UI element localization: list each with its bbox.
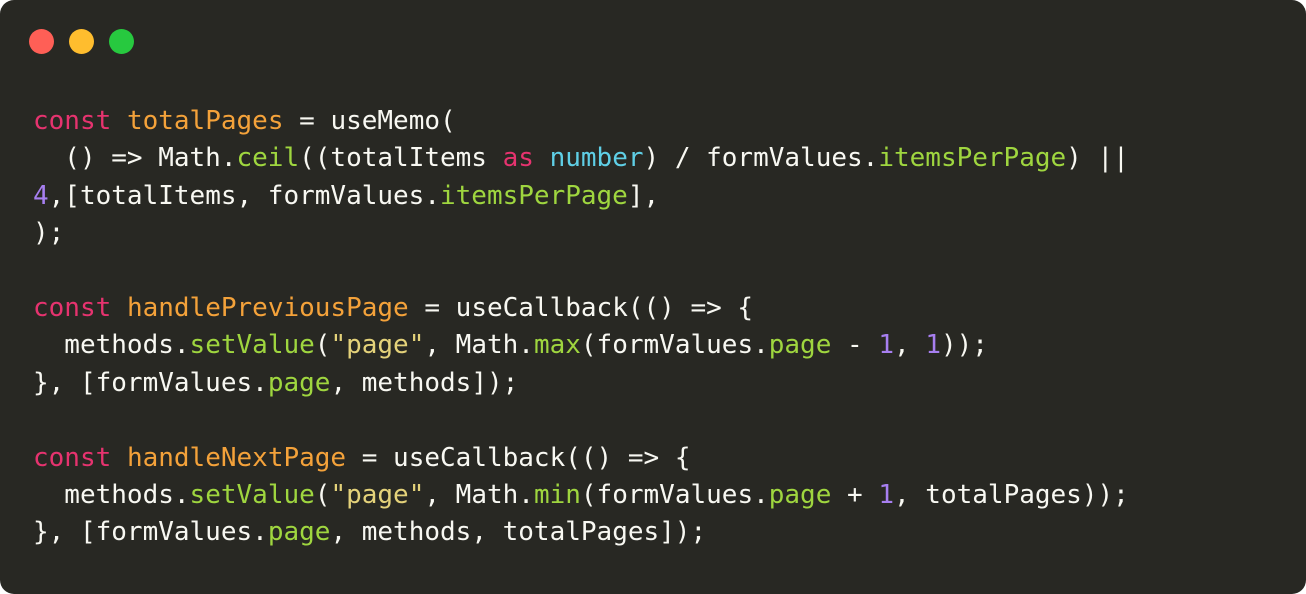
code-token: ceil <box>236 143 300 174</box>
code-block: const totalPages = useMemo( () => Math.c… <box>33 103 1129 552</box>
code-token: )); <box>940 330 988 361</box>
code-token: }, [formValues. <box>33 367 268 398</box>
code-token: ( <box>314 479 331 510</box>
code-line: }, [formValues.page, methods]); <box>33 365 1129 402</box>
close-button-icon[interactable] <box>29 29 54 54</box>
code-token: page <box>768 479 832 510</box>
code-line: () => Math.ceil((totalItems as number) /… <box>33 140 1129 177</box>
code-token: () => Math. <box>33 143 237 174</box>
code-token: page <box>267 517 331 548</box>
code-token: ) || <box>1066 143 1129 174</box>
code-token <box>534 143 550 173</box>
code-token: methods. <box>33 479 190 510</box>
code-token: = useCallback(() => { <box>346 442 691 473</box>
code-token: , Math. <box>424 330 534 361</box>
minimize-button-icon[interactable] <box>69 29 94 54</box>
code-token: itemsPerPage <box>440 180 628 211</box>
code-token: handlePreviousPage <box>126 292 409 323</box>
code-token <box>111 443 127 473</box>
code-token: - <box>831 330 879 361</box>
code-token: setValue <box>189 330 315 361</box>
code-token: , methods, totalPages]); <box>330 517 707 548</box>
code-token: ((totalItems <box>299 143 503 174</box>
code-token: ); <box>33 218 65 249</box>
code-token: as <box>502 143 534 174</box>
code-line: const totalPages = useMemo( <box>33 103 1129 140</box>
code-token: (formValues. <box>580 479 769 510</box>
code-token: = useCallback(() => { <box>408 292 754 323</box>
code-line: ); <box>33 215 1129 252</box>
code-token: ( <box>314 330 331 361</box>
code-token <box>111 293 127 323</box>
code-line <box>33 402 1129 439</box>
code-token: const <box>33 106 112 136</box>
code-token: 4 <box>33 180 49 211</box>
code-token: , methods]); <box>330 367 519 398</box>
code-token <box>111 106 127 136</box>
code-token: const <box>33 292 112 323</box>
code-line <box>33 253 1129 290</box>
code-token: "page" <box>330 479 425 510</box>
code-token: "page" <box>330 330 425 361</box>
code-line: methods.setValue("page", Math.max(formVa… <box>33 327 1129 364</box>
maximize-button-icon[interactable] <box>109 29 134 54</box>
code-token: ], <box>627 180 660 211</box>
code-token: (formValues. <box>580 330 769 361</box>
code-token: number <box>549 143 644 174</box>
code-token: min <box>533 479 581 510</box>
code-token: methods. <box>33 330 190 361</box>
code-token: ,[totalItems, formValues. <box>48 180 440 211</box>
code-line: }, [formValues.page, methods, totalPages… <box>33 514 1129 551</box>
code-token: totalPages <box>126 106 284 136</box>
code-token: = useMemo( <box>283 106 456 136</box>
code-token: max <box>533 330 581 361</box>
code-token: 1 <box>878 479 894 510</box>
code-token: const <box>33 442 112 473</box>
code-line: const handleNextPage = useCallback(() =>… <box>33 440 1129 477</box>
code-token: itemsPerPage <box>878 143 1067 174</box>
code-token: , totalPages)); <box>894 479 1129 510</box>
code-token: }, [formValues. <box>33 517 268 548</box>
code-line: methods.setValue("page", Math.min(formVa… <box>33 477 1129 514</box>
code-token: page <box>267 367 331 398</box>
code-line: 4,[totalItems, formValues.itemsPerPage], <box>33 178 1129 215</box>
window-controls <box>29 29 134 54</box>
code-token: + <box>831 479 879 510</box>
code-token: , Math. <box>424 479 534 510</box>
code-line: const handlePreviousPage = useCallback((… <box>33 290 1129 327</box>
code-token: , <box>894 330 926 361</box>
code-token: 1 <box>878 330 894 361</box>
code-token: ) / formValues. <box>643 143 879 174</box>
code-token: handleNextPage <box>126 442 347 473</box>
code-token: setValue <box>189 479 315 510</box>
code-token: 1 <box>925 330 941 361</box>
code-token: page <box>768 330 832 361</box>
